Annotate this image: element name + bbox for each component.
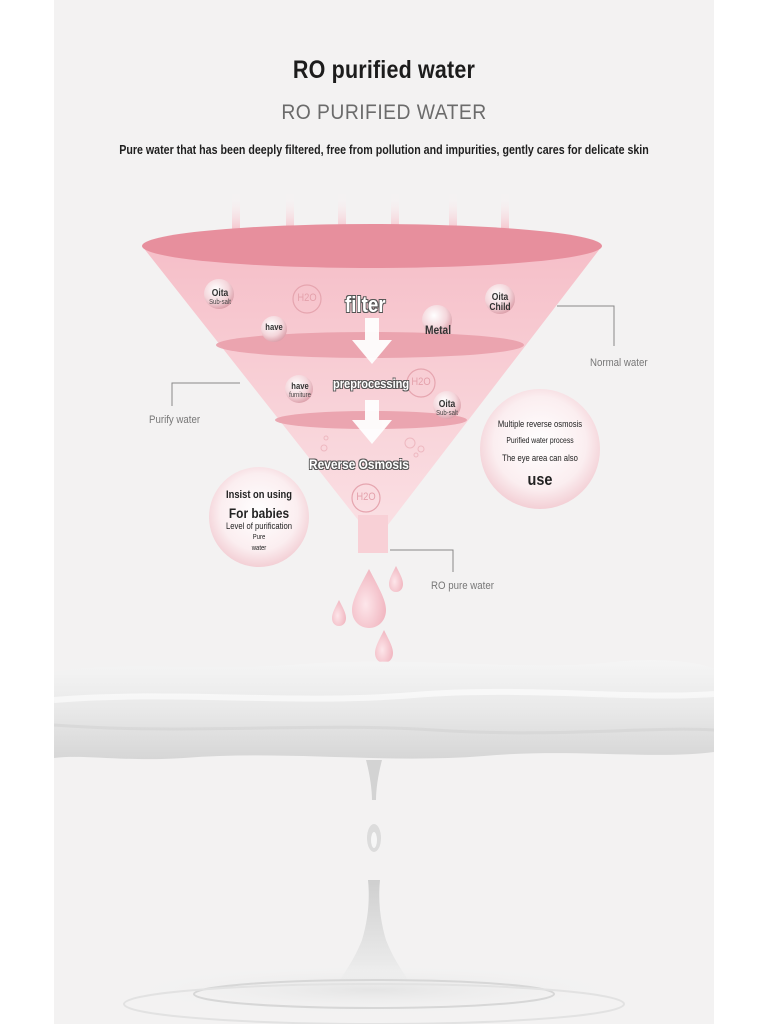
stage-reverse-osmosis-label: Reverse Osmosis [309, 456, 409, 472]
filtration-diagram [54, 192, 714, 1024]
drop-right [389, 566, 403, 592]
callout-line-ro [390, 549, 454, 572]
sphere-h2o-2 [406, 368, 436, 398]
sphere-metal [422, 305, 452, 335]
drop-large [352, 569, 386, 628]
left-bubble-line2: For babies [228, 505, 290, 521]
content-panel: RO purified water RO PURIFIED WATER Pure… [54, 0, 714, 1024]
tag-have-furniture: have furniture [289, 381, 311, 400]
right-info-bubble [480, 389, 600, 509]
bubble-small-2 [417, 445, 425, 453]
page-title: RO purified water [292, 56, 476, 84]
callout-line-purify [171, 382, 240, 406]
stage-preprocessing-label: preprocessing [333, 376, 410, 391]
cotton-roll [54, 660, 714, 760]
tag-oita-child: Oita Child [489, 292, 511, 313]
stage-arrow-1 [352, 318, 392, 364]
bubble-small-3 [413, 452, 419, 458]
purify-water-label: Purify water [149, 414, 201, 426]
stage-arrow-2 [352, 400, 392, 444]
bubble-small-4 [323, 435, 329, 441]
funnel-body [142, 246, 602, 552]
left-bubble-line1: Insist on using [226, 489, 292, 501]
sphere-h2o-3 [351, 483, 381, 513]
impurity-spheres [204, 279, 515, 513]
left-bubble-line5: water [251, 545, 267, 552]
sphere-oita-subsalt-2 [433, 391, 461, 419]
tag-h2o-3: H2O [356, 491, 376, 503]
water-stream [114, 760, 634, 1024]
callout-line-normal [557, 305, 615, 346]
page-subtitle: RO PURIFIED WATER [281, 101, 487, 124]
sphere-oita-child [485, 284, 515, 314]
falling-drops [332, 566, 403, 663]
callout-lines [171, 305, 615, 572]
right-bubble-line2: Purified water process [506, 436, 574, 445]
stage-filter-label: filter [345, 292, 386, 317]
sphere-have-furniture [285, 375, 313, 403]
sphere-have [261, 316, 287, 342]
tag-have: have [265, 322, 283, 332]
page-description: Pure water that has been deeply filtered… [119, 142, 649, 157]
left-bubble-line4: Pure [252, 534, 266, 541]
left-info-bubble [209, 467, 309, 567]
funnel-spout [358, 515, 388, 553]
ro-pure-water-label: RO pure water [431, 580, 494, 592]
tag-oita-subsalt: Oita Sub-salt [209, 288, 231, 307]
right-bubble-line1: Multiple reverse osmosis [497, 419, 583, 429]
drop-left [332, 600, 346, 626]
sphere-h2o-1 [292, 284, 322, 314]
tag-metal: Metal [424, 323, 452, 337]
normal-water-label: Normal water [590, 357, 648, 369]
drop-bottom [375, 630, 393, 663]
sphere-oita-subsalt [204, 279, 234, 309]
bubble-small-1 [404, 437, 416, 449]
bubble-small-5 [320, 444, 328, 452]
tag-h2o-2: H2O [411, 376, 431, 388]
left-bubble-line3: Level of purification [226, 521, 292, 531]
tag-h2o-1: H2O [297, 292, 317, 304]
right-bubble-line3: The eye area can also [502, 453, 578, 463]
funnel-top-ellipse [142, 224, 602, 268]
right-bubble-line4: use [527, 470, 553, 489]
tag-oita-subsalt-2: Oita Sub-salt [436, 399, 458, 418]
